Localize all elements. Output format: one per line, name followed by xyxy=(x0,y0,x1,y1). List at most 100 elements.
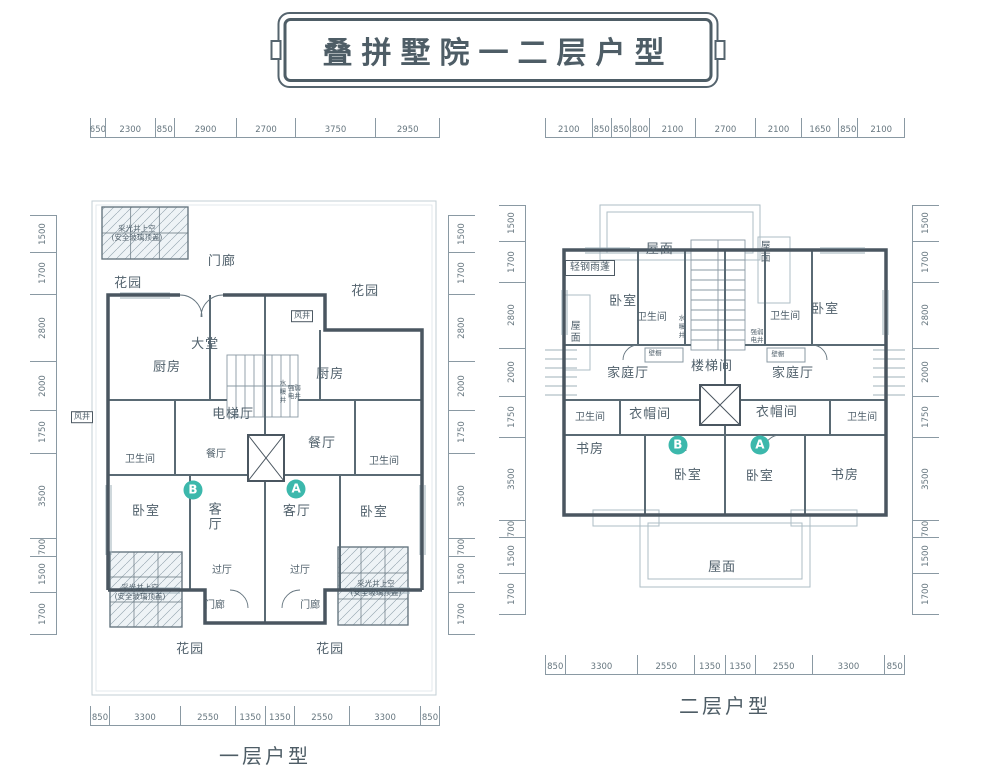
room-label: 花园 xyxy=(114,276,143,292)
dim-segment: 850 xyxy=(154,118,174,138)
dim-segment: 2900 xyxy=(173,118,237,138)
room-label: 客厅 xyxy=(205,502,221,533)
room-label: 家庭厅 xyxy=(607,366,650,382)
dim-segment: 2700 xyxy=(695,118,755,138)
dim-segment: 850 xyxy=(591,118,611,138)
dim-segment: 1350 xyxy=(234,706,265,726)
room-label: 花园 xyxy=(351,284,380,300)
dim-segment: 700 xyxy=(913,520,939,537)
dim-segment: 2800 xyxy=(449,293,475,362)
dim-segment: 3750 xyxy=(294,118,376,138)
room-label: 过厅 xyxy=(290,565,310,577)
room-label: 门廊 xyxy=(204,600,225,612)
dim-segment: 1750 xyxy=(30,410,56,453)
dim-segment: 2000 xyxy=(30,361,56,410)
dim-segment: 850 xyxy=(545,655,565,675)
dim-segment: 3300 xyxy=(349,706,420,726)
dim-segment: 1700 xyxy=(499,573,525,615)
room-label: 采光井上空 (安全玻璃顶盖) xyxy=(114,582,166,601)
dim-segment: 2100 xyxy=(754,118,802,138)
floor2-caption: 二层户型 xyxy=(679,694,771,718)
room-label: 壁橱 xyxy=(648,349,662,358)
floor2-drawing xyxy=(545,204,905,588)
room-label: 花园 xyxy=(316,642,345,658)
dim-segment: 1350 xyxy=(694,655,725,675)
dim-segment: 850 xyxy=(420,706,440,726)
dim-segment: 2000 xyxy=(913,347,939,396)
room-label: 客厅 xyxy=(282,504,311,520)
unit-marker-A: A xyxy=(286,479,306,499)
dim-segment: 2800 xyxy=(30,293,56,362)
dim-segment: 2550 xyxy=(754,655,812,675)
dim-segment: 1500 xyxy=(449,215,475,252)
room-label: 采光井上空 (安全玻璃顶盖) xyxy=(111,223,163,242)
dim-segment: 1750 xyxy=(499,395,525,438)
floor1-caption: 一层户型 xyxy=(219,744,311,766)
room-label: 门廊 xyxy=(207,254,236,270)
unit-marker-B: B xyxy=(183,480,203,500)
room-label: 卫生间 xyxy=(770,311,801,323)
room-label: 衣帽间 xyxy=(755,405,798,421)
room-label: 卫生间 xyxy=(125,454,156,466)
dim-segment: 850 xyxy=(610,118,631,138)
room-label: 卫生间 xyxy=(369,456,399,468)
dim-segment: 1750 xyxy=(449,410,475,453)
dim-segment: 3300 xyxy=(811,655,885,675)
dim-segment: 2800 xyxy=(913,281,939,348)
room-label: 书房 xyxy=(575,442,605,458)
dim-segment: 1700 xyxy=(913,573,939,615)
room-label: 壁橱 xyxy=(771,350,785,359)
room-label: 厨房 xyxy=(316,366,345,382)
room-label: 电梯厅 xyxy=(212,407,255,423)
dim-segment: 850 xyxy=(90,706,109,726)
dim-segment: 2000 xyxy=(449,361,475,410)
dim-segment: 1700 xyxy=(449,592,475,635)
dim-segment: 1350 xyxy=(264,706,295,726)
room-label: 卧室 xyxy=(811,302,840,317)
dim-segment: 3300 xyxy=(564,655,638,675)
room-label: 餐厅 xyxy=(206,449,226,461)
unit-marker-B: B xyxy=(668,435,688,455)
dim-segment: 2700 xyxy=(236,118,295,138)
dim-segment: 2100 xyxy=(857,118,905,138)
room-label: 卫生间 xyxy=(636,311,667,323)
dim-segment: 800 xyxy=(630,118,649,138)
dim-segment: 700 xyxy=(30,537,56,556)
room-label: 卫生间 xyxy=(847,412,878,424)
dim-segment: 700 xyxy=(449,537,475,556)
dim-segment: 1500 xyxy=(913,205,939,241)
dim-segment: 2100 xyxy=(648,118,696,138)
dim-segment: 3500 xyxy=(30,453,56,538)
page-title: 叠拼墅院一二层户型 xyxy=(283,18,713,82)
room-label: 大堂 xyxy=(191,337,220,353)
room-label: 过厅 xyxy=(211,565,232,577)
room-label: 衣帽间 xyxy=(629,407,672,423)
dim-segment: 2550 xyxy=(637,655,695,675)
dim-segment: 1750 xyxy=(913,395,939,438)
dim-segment: 1700 xyxy=(449,251,475,294)
room-label: 花园 xyxy=(176,642,205,658)
room-label: 屋面 xyxy=(568,320,580,345)
floor1-plan: 采光井上空 (安全玻璃顶盖)花园门廊花园大堂厨房风井厨房电梯厅风井水暖井强弱 电… xyxy=(70,195,440,700)
room-label: 餐厅 xyxy=(308,436,337,452)
floor2-plan: 屋面屋面轻钢雨蓬屋面卧室卫生间水暖井卫生间卧室强弱 电井壁橱壁橱家庭厅楼梯间家庭… xyxy=(545,195,905,625)
dim-segment: 3500 xyxy=(499,437,525,520)
room-label: 楼梯间 xyxy=(691,359,734,375)
room-label: 屋面 xyxy=(708,560,737,575)
dim-segment: 2800 xyxy=(499,281,525,348)
dim-segment: 700 xyxy=(499,520,525,537)
room-label: 厨房 xyxy=(152,360,182,376)
room-label: 屋面 xyxy=(645,242,674,258)
dim-segment: 3500 xyxy=(449,453,475,538)
dim-segment: 2950 xyxy=(375,118,441,138)
room-label: 风井 xyxy=(70,411,93,423)
room-label: 水暖井 xyxy=(277,379,286,405)
room-label: 门廊 xyxy=(300,600,321,612)
